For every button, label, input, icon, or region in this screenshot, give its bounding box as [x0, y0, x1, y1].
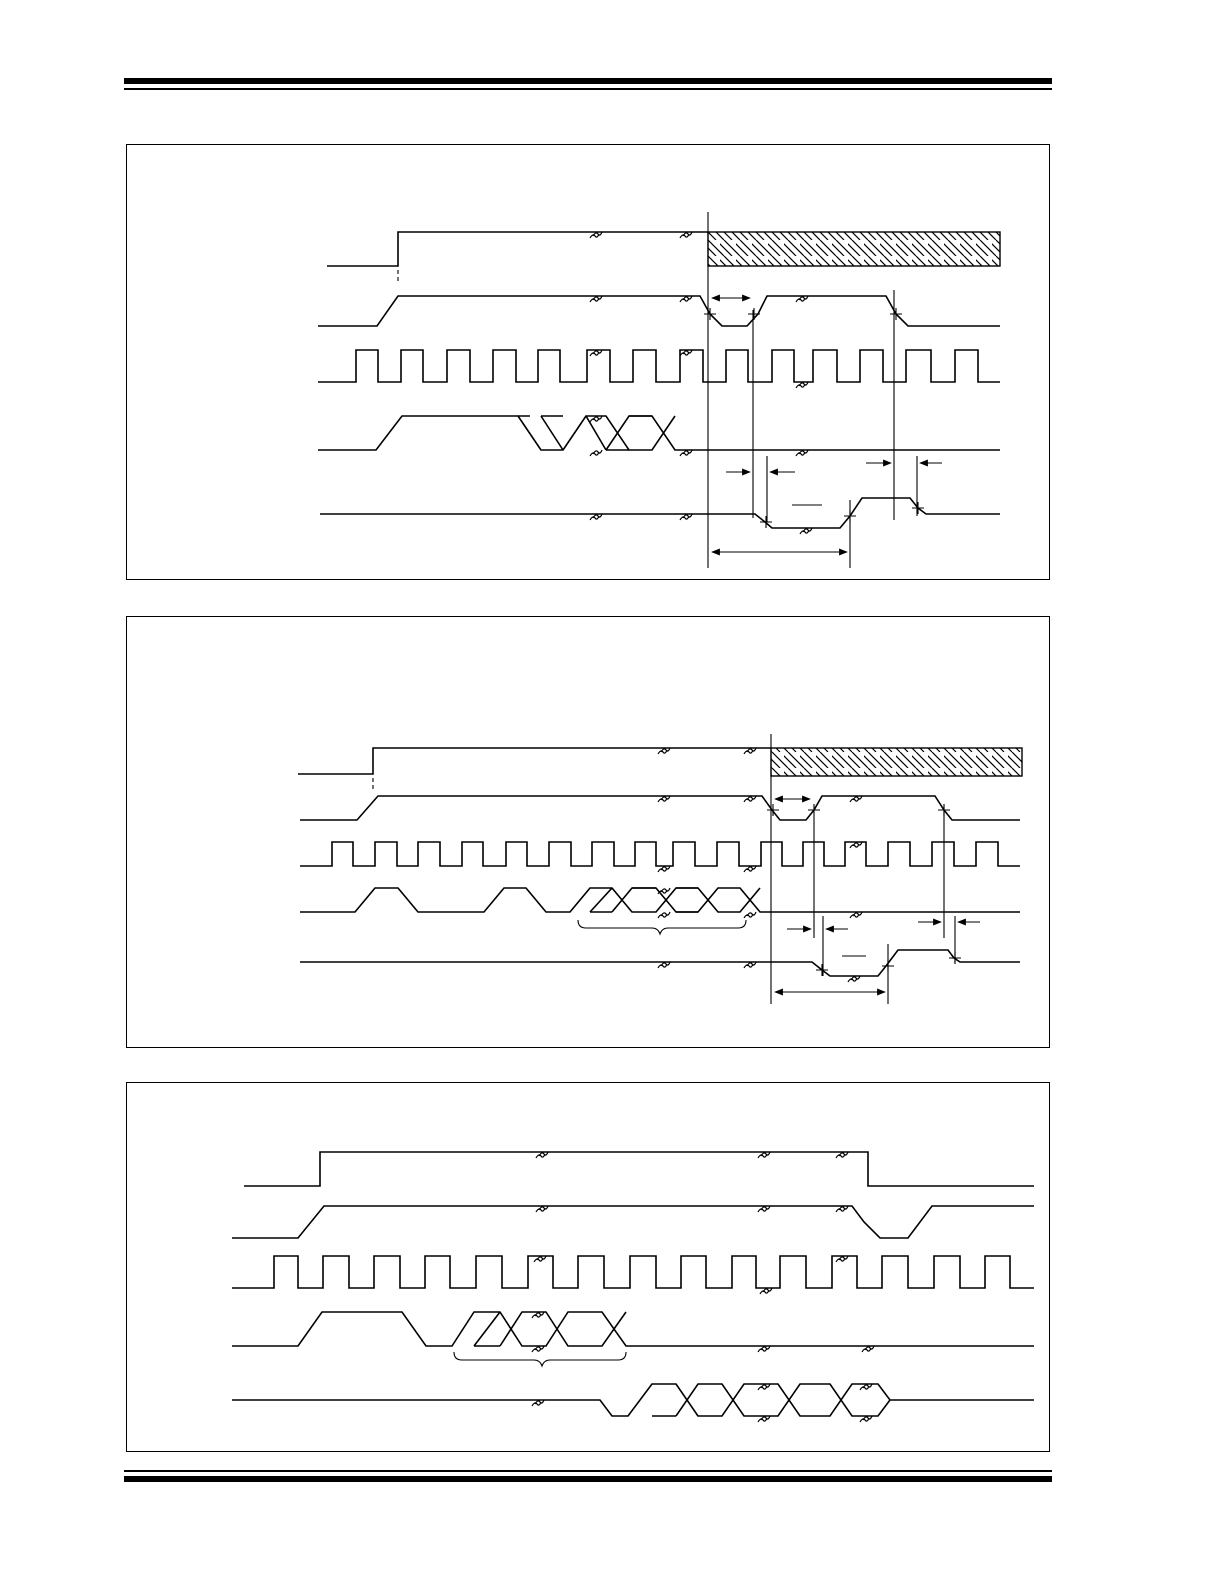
break-mark-icon	[589, 349, 603, 357]
break-mark-icon	[589, 295, 603, 303]
break-mark-icon	[657, 795, 671, 803]
d3-signal-5	[232, 1383, 1034, 1417]
break-mark-icon	[835, 1151, 849, 1159]
break-mark-icon	[535, 1151, 549, 1159]
break-mark-icon	[849, 911, 863, 919]
break-mark-icon	[589, 513, 603, 521]
break-mark-icon	[589, 231, 603, 239]
d2-hatch	[770, 747, 1023, 777]
d2-brace	[577, 919, 747, 936]
d1-signal-5	[320, 497, 1000, 529]
d3-signal-2	[232, 1205, 1034, 1239]
break-mark-icon	[759, 1287, 773, 1295]
d1-signal-1	[327, 231, 708, 267]
diagram-1	[318, 212, 1001, 568]
d3-signal-3-clock	[232, 1255, 1034, 1289]
diagram-3	[232, 1151, 1034, 1423]
break-mark-icon	[679, 513, 693, 521]
break-mark-icon	[795, 295, 809, 303]
break-mark-icon	[743, 961, 757, 969]
break-mark-icon	[757, 1151, 771, 1159]
footer-rule-thin	[124, 1470, 1052, 1472]
break-mark-icon	[679, 231, 693, 239]
break-mark-icon	[835, 1205, 849, 1213]
break-mark-icon	[533, 1255, 547, 1263]
break-mark-icon	[589, 449, 603, 457]
break-mark-icon	[849, 841, 863, 849]
break-mark-icon	[849, 795, 863, 803]
footer-rule-thick	[124, 1476, 1052, 1482]
d2-signal-4	[300, 887, 1020, 913]
break-mark-icon	[795, 381, 809, 389]
break-mark-icon	[657, 911, 671, 919]
break-mark-icon	[859, 1383, 873, 1391]
break-mark-icon	[657, 747, 671, 755]
break-mark-icon	[795, 449, 809, 457]
d2-signal-1	[298, 747, 771, 775]
d2-signal-3-clock	[300, 841, 1020, 867]
header-rule-thick	[124, 78, 1052, 84]
diagram-2	[298, 734, 1023, 1004]
break-mark-icon	[847, 975, 861, 983]
break-mark-icon	[531, 1399, 545, 1407]
d1-signal-2	[318, 295, 1000, 327]
break-mark-icon	[799, 527, 813, 535]
d3-brace	[453, 1351, 627, 1368]
header-rule-thin	[124, 88, 1052, 90]
break-mark-icon	[757, 1345, 771, 1353]
d2-signal-5	[300, 949, 1020, 977]
break-mark-icon	[531, 1345, 545, 1353]
break-mark-icon	[657, 961, 671, 969]
d1-signal-4	[318, 415, 1000, 451]
break-mark-icon	[835, 1255, 849, 1263]
timing-diagram-3-panel	[126, 1082, 1050, 1452]
timing-diagram-2-panel	[126, 616, 1050, 1048]
break-mark-icon	[535, 1205, 549, 1213]
break-mark-icon	[743, 865, 757, 873]
break-mark-icon	[743, 911, 757, 919]
break-mark-icon	[743, 747, 757, 755]
d3-signal-4	[232, 1311, 1034, 1347]
break-mark-icon	[679, 449, 693, 457]
timing-diagram-1-panel	[126, 144, 1050, 580]
break-mark-icon	[531, 1311, 545, 1319]
break-mark-icon	[743, 795, 757, 803]
break-mark-icon	[589, 415, 603, 423]
break-mark-icon	[859, 1415, 873, 1423]
d1-signal-3-clock	[318, 349, 1000, 383]
break-mark-icon	[757, 1383, 771, 1391]
break-mark-icon	[861, 1345, 875, 1353]
d1-hatch	[707, 231, 1001, 267]
d3-signal-1	[244, 1151, 1034, 1187]
break-mark-icon	[679, 295, 693, 303]
break-mark-icon	[757, 1205, 771, 1213]
break-mark-icon	[657, 865, 671, 873]
break-mark-icon	[679, 349, 693, 357]
break-mark-icon	[757, 1415, 771, 1423]
